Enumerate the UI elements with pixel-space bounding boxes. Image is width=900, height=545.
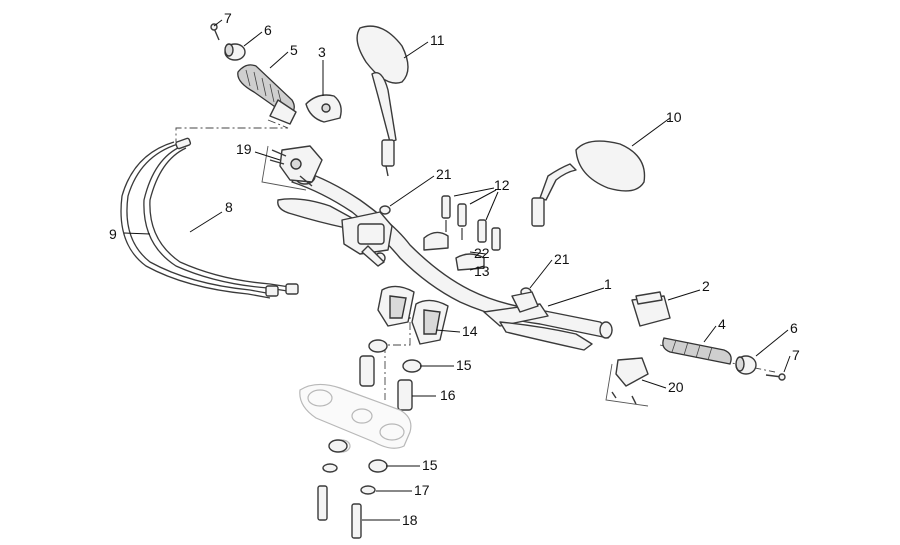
left-switch-cover [305,94,342,123]
callout-21: 21 [554,251,570,267]
right-end-weight [735,355,757,375]
riser-upper-left [377,285,415,327]
callout-16: 16 [440,387,456,403]
callout-14: 14 [462,323,478,339]
callout-17: 17 [414,482,430,498]
callout-7: 7 [792,347,800,363]
sleeve-left [359,355,375,387]
bolt-21-left [379,205,391,215]
riser-upper-right [411,299,449,345]
left-end-screw [210,23,220,41]
callout-10: 10 [666,109,682,125]
callout-9: 9 [109,226,117,242]
washer-right [360,485,376,495]
right-switch-lower [605,357,649,407]
bolt-lower-left [317,485,328,521]
leader-lines [123,19,791,521]
callout-12: 12 [494,177,510,193]
callout-6: 6 [264,22,272,38]
callout-labels: 7 6 5 3 11 10 19 21 12 8 9 22 13 21 1 2 … [109,10,800,528]
callout-4: 4 [718,316,726,332]
sleeve-right [397,379,413,411]
left-grip [237,64,297,125]
callout-2: 2 [702,278,710,294]
left-switch-block [261,145,323,191]
clutch-cable [143,145,297,293]
callout-6: 6 [790,320,798,336]
assembly-line-top-clamps [384,290,411,400]
callout-15: 15 [456,357,472,373]
clamp-bolts [441,195,501,251]
callout-7: 7 [224,10,232,26]
triple-clamp [299,383,412,453]
bolt-lower-right [351,503,362,539]
right-switch-housing [631,291,671,327]
callout-18: 18 [402,512,418,528]
callout-20: 20 [668,379,684,395]
callout-15: 15 [422,457,438,473]
callout-11: 11 [430,32,445,48]
bushing-lower-left [328,439,348,453]
callout-13: 13 [474,263,490,279]
cable-fittings [175,137,299,297]
assembly-line-grip-to-cables [175,119,289,142]
throttle-cable [120,141,273,299]
right-grip [662,337,732,365]
callout-19: 19 [236,141,252,157]
left-end-weight [224,43,246,61]
right-end-screw [765,373,786,381]
bushing-upper-right [402,359,422,373]
left-lever-assembly [277,198,393,267]
bushing-lower-right [368,459,388,473]
callout-5: 5 [290,42,298,58]
callout-8: 8 [225,199,233,215]
callout-22: 22 [474,245,490,261]
right-lever-assembly [483,291,593,351]
callout-3: 3 [318,44,326,60]
callout-21: 21 [436,166,452,182]
right-mirror [531,140,646,227]
callout-1: 1 [604,276,612,292]
washer-left [322,463,338,473]
left-mirror [356,25,409,177]
bushing-upper-left [368,339,388,353]
